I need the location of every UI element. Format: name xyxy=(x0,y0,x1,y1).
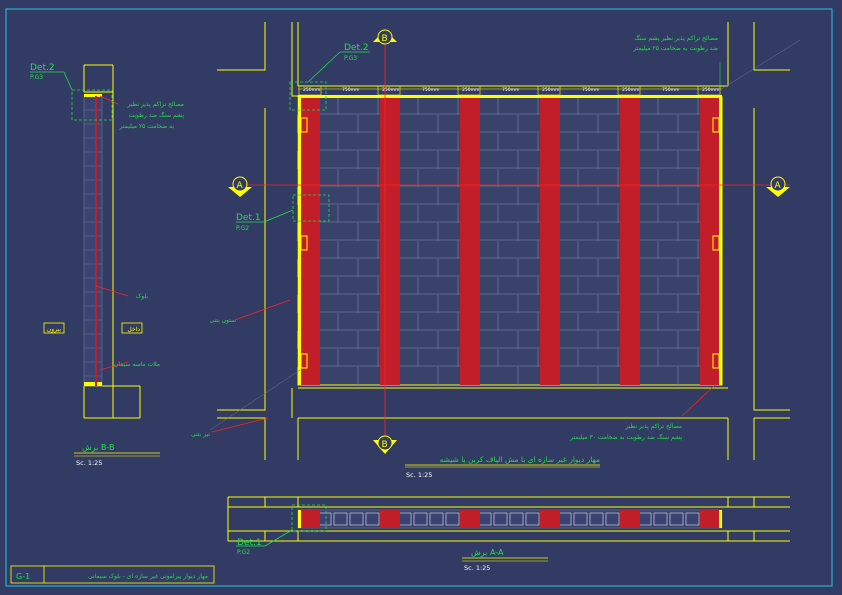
title-block: G-1 مهار دیوار پیرامونی غیر سازه ای - بل… xyxy=(10,565,215,584)
sheet-border xyxy=(5,8,833,587)
detail-ref: P.G2 xyxy=(237,549,250,556)
cut-label: A xyxy=(237,181,244,191)
block-courses xyxy=(298,113,722,367)
dim-label: 250mm xyxy=(382,87,399,93)
note-bottom: مصالح تراکم پذیر نظیر پشم سنگ ضد رطوبت ب… xyxy=(569,383,717,441)
cut-marker-b-bottom: B xyxy=(373,435,397,454)
axis-lines xyxy=(240,30,790,440)
detail-name: Det.1 xyxy=(237,538,262,548)
elevation-title-block: مهار دیوار غیر سازه ای با مش الیاف کربن … xyxy=(405,455,600,479)
note-line: ضد رطوبت به ضخامت ۲۵ میلیمتر xyxy=(632,45,718,52)
cut-marker-b-top: B xyxy=(373,29,397,45)
structural-frame xyxy=(217,22,790,460)
section-aa-scale: Sc. 1:25 xyxy=(464,564,490,572)
dimension-labels: 250mm 750mm 250mm 750mm 250mm 750mm 250m… xyxy=(303,87,719,93)
note-line: پشم سنگ ضد رطوبت xyxy=(128,111,184,119)
cut-marker-a-left: A xyxy=(228,176,252,197)
detail-ref: P.G3 xyxy=(344,55,357,62)
dim-label: 750mm xyxy=(342,87,359,93)
dim-label: 250mm xyxy=(462,87,479,93)
beam-label: تیر بتنی xyxy=(191,431,210,438)
detail-ref: P.G3 xyxy=(30,74,43,81)
elevation-title: مهار دیوار غیر سازه ای با مش الیاف کربن … xyxy=(440,455,600,464)
detail-name: Det.2 xyxy=(344,43,369,53)
section-bb-scale: Sc. 1:25 xyxy=(76,459,102,467)
section-aa-title: برش A-A xyxy=(471,548,504,557)
section-aa: Det.1 P.G2 برش A-A Sc. 1:25 xyxy=(227,496,790,572)
elevation-scale: Sc. 1:25 xyxy=(406,471,432,479)
column-label: ستون بتنی xyxy=(209,317,236,324)
wall-anchors xyxy=(300,117,720,369)
block-label: بلوک xyxy=(136,292,148,300)
construction-lines xyxy=(209,39,801,431)
sheet-number: G-1 xyxy=(16,572,30,581)
sheet-title: مهار دیوار پیرامونی غیر سازه ای - بلوک س… xyxy=(88,572,208,580)
mortar-label: ملات ماسه سیمان xyxy=(114,361,160,368)
note-line: پشم سنگ ضد رطوبت به ضخامت ۳۰ میلیمتر xyxy=(569,433,682,441)
dim-label: 750mm xyxy=(582,87,599,93)
section-bb: Det.2 P.G3 مصالح تراکم پذیر نظیر پشم سنگ… xyxy=(30,63,184,467)
inside-label: داخل xyxy=(127,326,140,333)
dim-label: 750mm xyxy=(662,87,679,93)
detail-name: Det.2 xyxy=(30,63,55,73)
label-beam: تیر بتنی xyxy=(191,417,269,438)
note-line: مصالح تراکم پذیر نظیر پشم سنگ xyxy=(634,34,718,42)
wall-elevation xyxy=(297,95,723,386)
note-line: به ضخامت ۲۵ میلیمتر xyxy=(119,123,175,130)
detail-callout-det1-mid: Det.1 P.G2 xyxy=(236,194,330,232)
note-line: مصالح تراکم پذیر نظیر xyxy=(126,101,184,108)
label-column: ستون بتنی xyxy=(209,299,291,324)
dim-label: 750mm xyxy=(422,87,439,93)
dim-label: 250mm xyxy=(303,87,320,93)
dimension-line xyxy=(298,85,722,96)
dim-label: 750mm xyxy=(502,87,519,93)
detail-callout-det2-top: Det.2 P.G3 xyxy=(289,43,370,111)
note-line: مصالح تراکم پذیر نظیر xyxy=(624,423,682,430)
cut-label: B xyxy=(382,440,388,450)
dim-label: 250mm xyxy=(702,87,719,93)
dim-label: 250mm xyxy=(622,87,639,93)
note-top: مصالح تراکم پذیر نظیر پشم سنگ ضد رطوبت ب… xyxy=(632,34,721,86)
cut-label: A xyxy=(775,181,782,191)
cut-label: B xyxy=(382,34,388,44)
cut-marker-a-right: A xyxy=(766,176,790,197)
outside-label: بیرون xyxy=(47,326,61,333)
dim-label: 250mm xyxy=(542,87,559,93)
left-compressible-strip xyxy=(298,97,301,385)
right-compressible-strip xyxy=(719,97,722,385)
top-compressible-strip xyxy=(298,95,722,98)
grouted-cores xyxy=(300,97,720,385)
detail-ref: P.G2 xyxy=(236,225,249,232)
detail-name: Det.1 xyxy=(236,213,261,223)
section-bb-title: برش B-B xyxy=(82,443,115,452)
